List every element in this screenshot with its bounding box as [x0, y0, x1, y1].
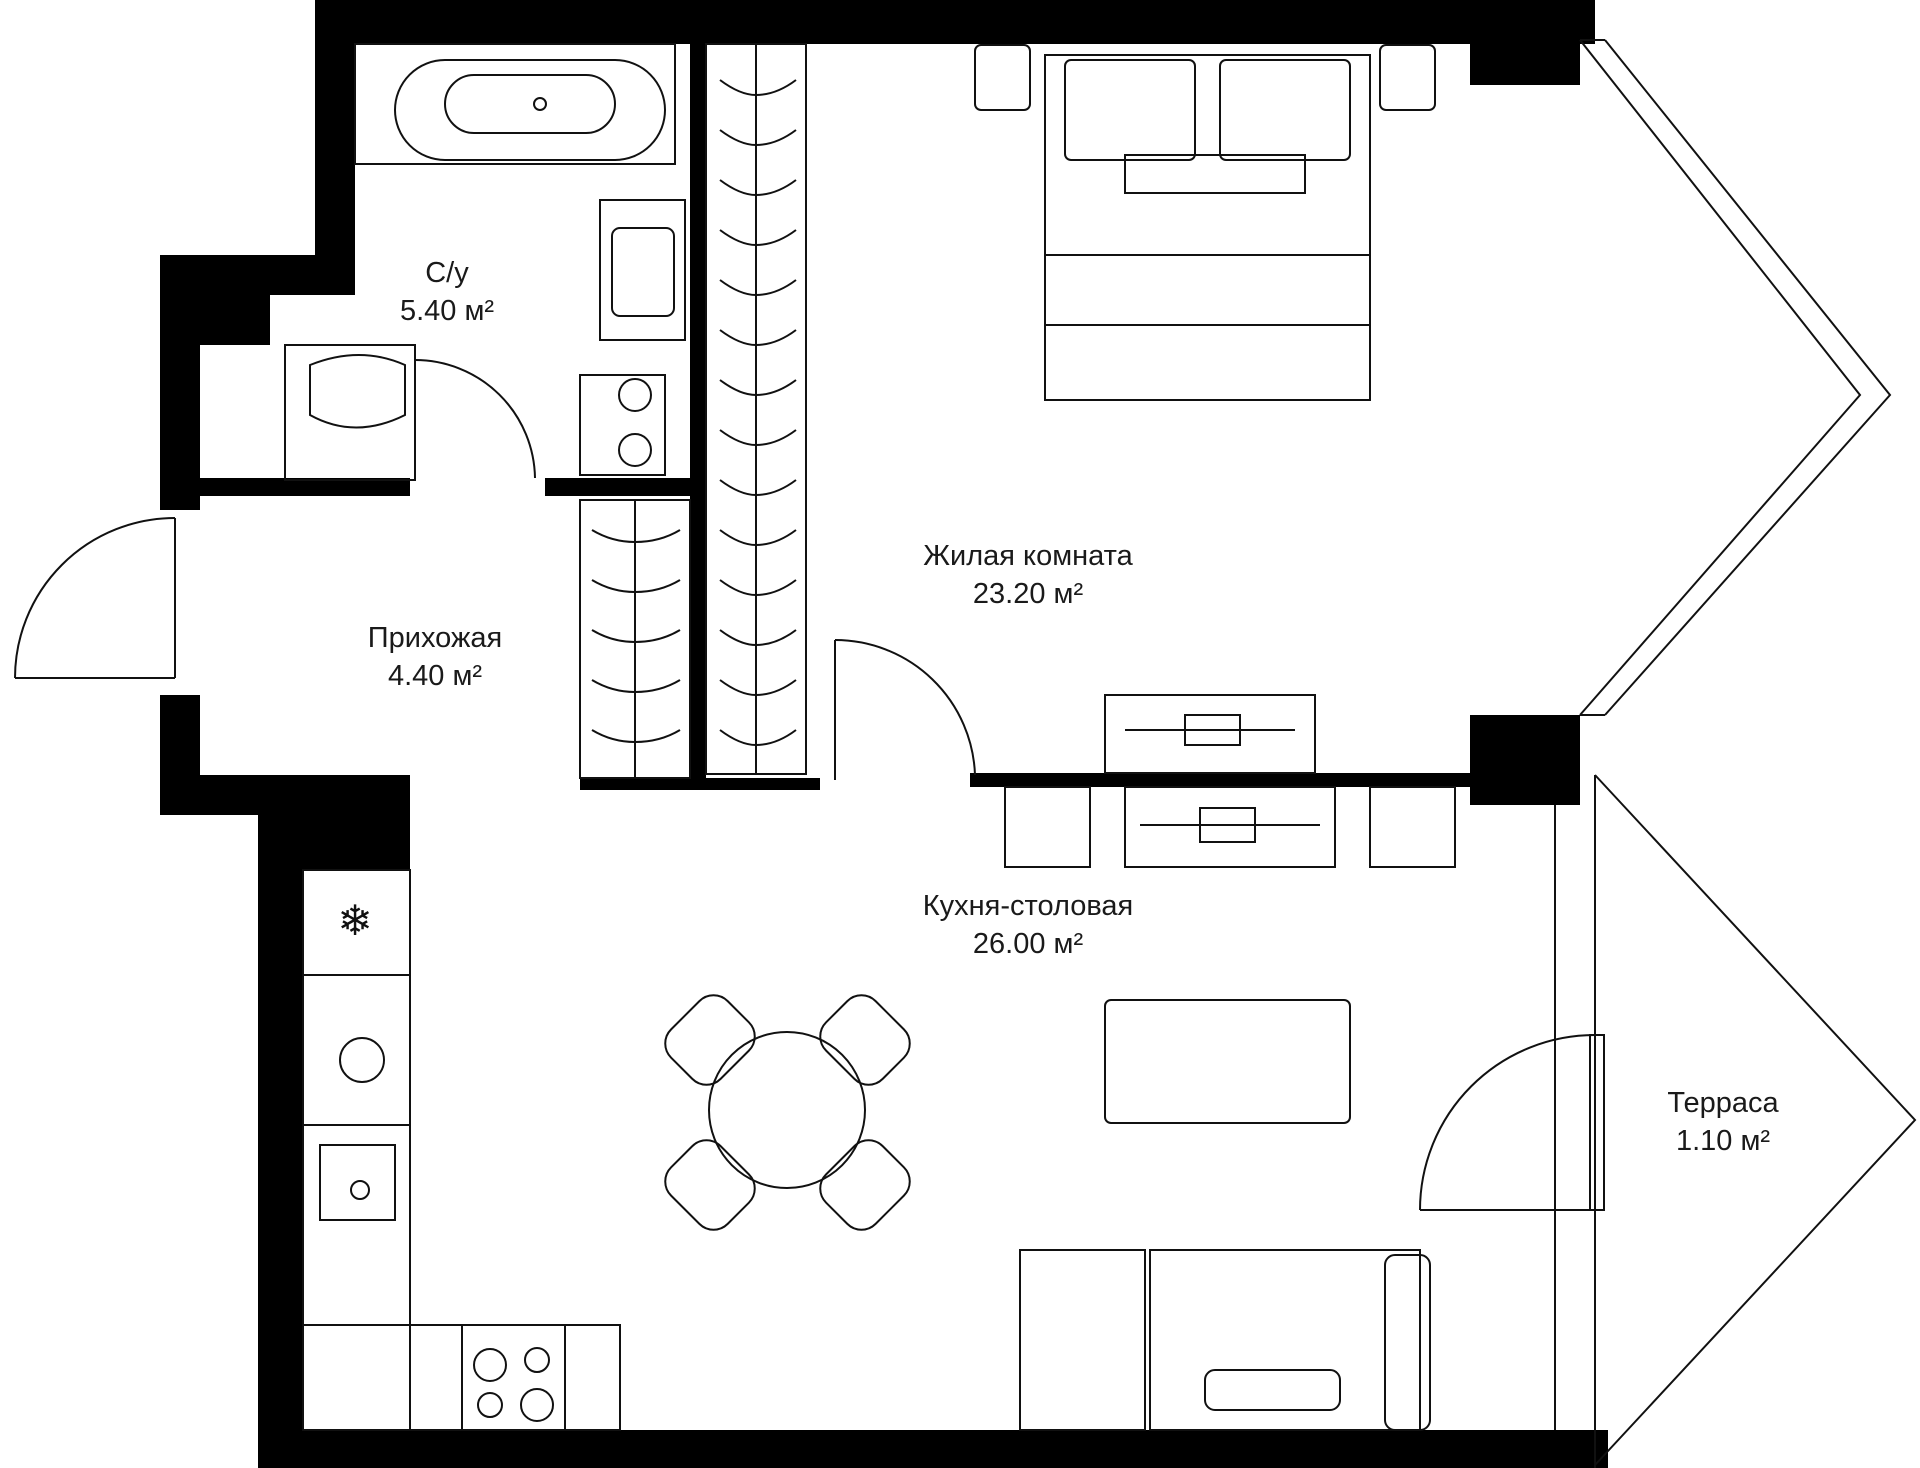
- room-name: Кухня-столовая: [922, 890, 1134, 922]
- room-area: 5.40 м²: [399, 294, 495, 327]
- dishwasher-icon: [339, 1037, 385, 1083]
- dining-table-icon: [664, 994, 1351, 1231]
- kitchen-counter: ❄: [302, 869, 621, 1431]
- desk-icon: [1004, 694, 1456, 868]
- room-area: 1.10 м²: [1675, 1124, 1771, 1157]
- bed-icon: [974, 44, 1436, 401]
- bay-window-icon: [1579, 39, 1892, 716]
- room-area: 23.20 м²: [972, 577, 1084, 610]
- room-name: Жилая комната: [923, 540, 1133, 572]
- room-area: 26.00 м²: [972, 927, 1084, 960]
- bathroom-door-icon: [414, 359, 536, 479]
- stove-icon: [473, 1348, 507, 1382]
- bathtub-icon: [394, 59, 666, 161]
- coffee-table-icon: [1104, 999, 1351, 1124]
- hallway-label: Прихожая 4.40 м²: [368, 620, 502, 695]
- sink-icon: [599, 199, 686, 341]
- living-room-label: Жилая комната 23.20 м²: [923, 538, 1132, 613]
- room-name: Прихожая: [367, 622, 503, 654]
- room-name: С/у: [425, 257, 469, 289]
- room-name: Терраса: [1667, 1087, 1779, 1119]
- room-area: 4.40 м²: [387, 659, 483, 692]
- living-door-icon: [834, 639, 976, 780]
- walls: [160, 0, 1608, 1468]
- kitchen-sink-icon: [319, 1144, 396, 1221]
- terrace-outline: [1419, 774, 1917, 1468]
- bathroom-label: С/у 5.40 м²: [400, 255, 494, 330]
- terrace-door-icon: [1419, 1034, 1596, 1211]
- wardrobe-icon: [579, 43, 807, 779]
- bathroom-fixtures: [284, 43, 686, 481]
- terrace-label: Терраса 1.10 м²: [1667, 1085, 1778, 1160]
- sofa-icon: [1019, 1249, 1431, 1431]
- toilet-icon: [284, 344, 416, 481]
- washing-machine-icon: [579, 374, 666, 476]
- freezer-icon: ❄: [337, 896, 372, 945]
- kitchen-dining-label: Кухня-столовая 26.00 м²: [923, 888, 1134, 963]
- entrance-door-icon: [14, 517, 176, 679]
